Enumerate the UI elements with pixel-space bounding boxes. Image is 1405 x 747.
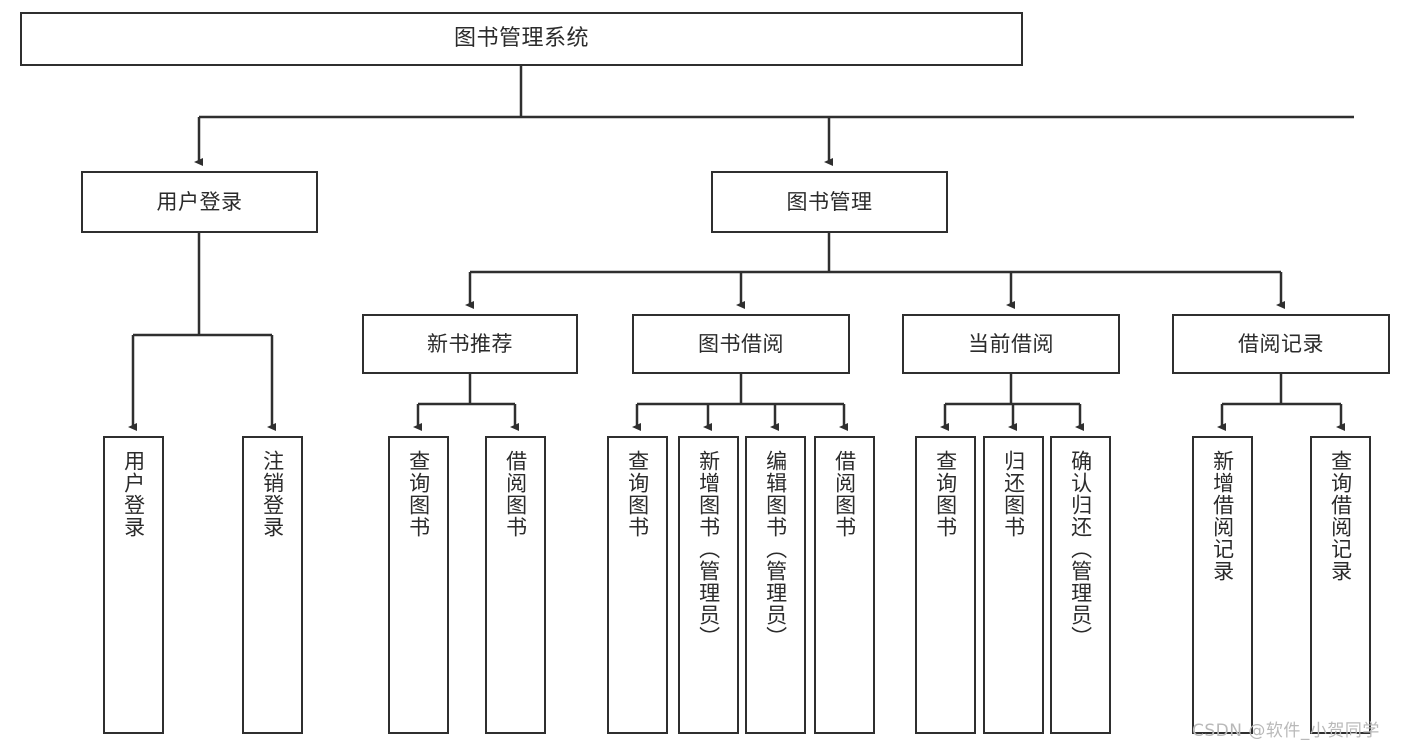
node-label: 借阅记录 xyxy=(1238,331,1324,356)
node-label: 归还图书 xyxy=(1001,450,1026,538)
node-label: 查询图书 xyxy=(406,450,431,538)
node-book-management[interactable]: 图书管理 xyxy=(711,171,948,233)
watermark-text: CSDN @软件_小贺同学 xyxy=(1192,721,1380,741)
node-label: 注销登录 xyxy=(260,450,285,538)
node-label: 确认归还（管理员） xyxy=(1068,450,1093,648)
leaf-current-borrow-query-book[interactable]: 查询图书 xyxy=(915,436,976,734)
leaf-current-borrow-confirm-return[interactable]: 确认归还（管理员） xyxy=(1050,436,1111,734)
node-label: 借阅图书 xyxy=(503,450,528,538)
node-current-borrow[interactable]: 当前借阅 xyxy=(902,314,1120,374)
node-label: 图书借阅 xyxy=(698,331,784,356)
node-label: 用户登录 xyxy=(121,450,146,538)
node-root-system[interactable]: 图书管理系统 xyxy=(20,12,1023,66)
node-label: 图书管理 xyxy=(786,189,873,214)
leaf-user-login-logout[interactable]: 注销登录 xyxy=(242,436,303,734)
leaf-book-borrow-add-book[interactable]: 新增图书（管理员） xyxy=(678,436,739,734)
node-label: 图书管理系统 xyxy=(453,26,589,51)
leaf-borrow-record-query-record[interactable]: 查询借阅记录 xyxy=(1310,436,1371,734)
leaf-new-book-query-book[interactable]: 查询图书 xyxy=(388,436,449,734)
node-label: 用户登录 xyxy=(156,189,243,214)
node-label: 借阅图书 xyxy=(832,450,857,538)
node-label: 新增借阅记录 xyxy=(1210,450,1235,582)
node-new-book-recommend[interactable]: 新书推荐 xyxy=(362,314,578,374)
leaf-borrow-record-add-record[interactable]: 新增借阅记录 xyxy=(1192,436,1253,734)
node-label: 查询借阅记录 xyxy=(1328,450,1353,582)
node-label: 查询图书 xyxy=(625,450,650,538)
leaf-user-login-login[interactable]: 用户登录 xyxy=(103,436,164,734)
node-label: 编辑图书（管理员） xyxy=(763,450,788,648)
node-label: 新书推荐 xyxy=(427,331,513,356)
node-user-login[interactable]: 用户登录 xyxy=(81,171,318,233)
leaf-current-borrow-return-book[interactable]: 归还图书 xyxy=(983,436,1044,734)
leaf-book-borrow-edit-book[interactable]: 编辑图书（管理员） xyxy=(745,436,806,734)
node-book-borrow[interactable]: 图书借阅 xyxy=(632,314,850,374)
leaf-book-borrow-query-book[interactable]: 查询图书 xyxy=(607,436,668,734)
node-label: 当前借阅 xyxy=(968,331,1054,356)
node-label: 查询图书 xyxy=(933,450,958,538)
node-label: 新增图书（管理员） xyxy=(696,450,721,648)
node-borrow-record[interactable]: 借阅记录 xyxy=(1172,314,1390,374)
leaf-book-borrow-borrow-book[interactable]: 借阅图书 xyxy=(814,436,875,734)
leaf-new-book-borrow-book[interactable]: 借阅图书 xyxy=(485,436,546,734)
